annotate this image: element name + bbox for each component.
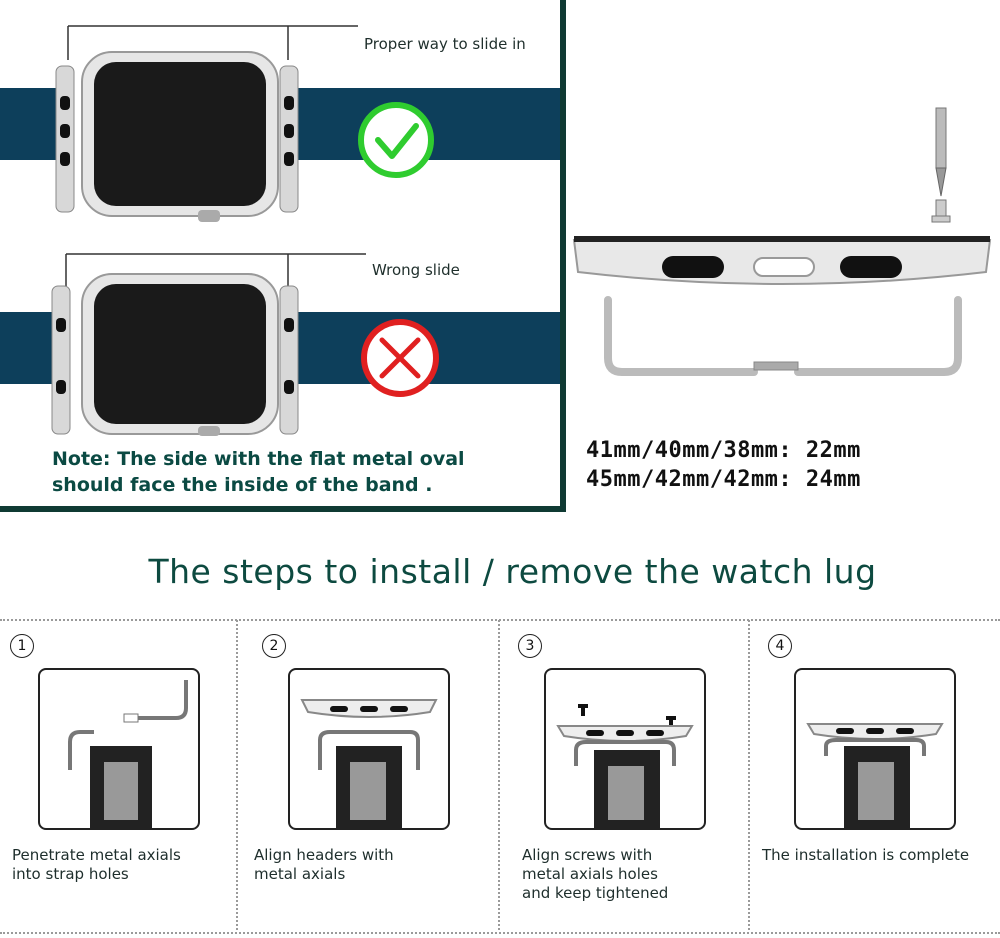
step-label-line: The installation is complete xyxy=(762,846,970,864)
x-circle-icon xyxy=(358,316,442,404)
step-label-line: Penetrate metal axials xyxy=(12,846,181,864)
step-1-label: Penetrate metal axials into strap holes xyxy=(12,846,181,884)
size-line-1: 41mm/40mm/38mm: 22mm xyxy=(586,438,861,463)
proper-watch-illustration xyxy=(0,25,560,222)
check-circle-icon xyxy=(356,100,436,184)
step-divider xyxy=(748,620,750,930)
lug-adapter-diagram xyxy=(572,107,992,376)
step-2-illustration xyxy=(288,668,450,830)
step-number: 1 xyxy=(10,634,34,658)
proper-slide-caption: Proper way to slide in xyxy=(364,35,526,53)
steps-top-border xyxy=(0,619,1000,621)
step-4: 4 The installation is complete xyxy=(750,620,1000,934)
step-number: 2 xyxy=(262,634,286,658)
orientation-note: Note: The side with the flat metal oval … xyxy=(52,446,465,498)
step-2-label: Align headers with metal axials xyxy=(254,846,394,884)
step-label-line: and keep tightened xyxy=(522,884,669,902)
step-divider xyxy=(236,620,238,930)
note-line-2: should face the inside of the band . xyxy=(52,474,433,496)
step-1: 1 Penetrate metal axials into strap hole… xyxy=(0,620,236,934)
step-label-line: Align screws with xyxy=(522,846,653,864)
step-number: 3 xyxy=(518,634,542,658)
size-line-2: 45mm/42mm/42mm: 24mm xyxy=(586,467,861,492)
step-label-line: metal axials xyxy=(254,865,346,883)
step-4-illustration xyxy=(794,668,956,830)
wrong-watch-illustration xyxy=(0,253,560,436)
installation-orientation-panel: Proper way to slide in Wrong slide Not xyxy=(0,0,566,512)
step-label-line: Align headers with xyxy=(254,846,394,864)
step-2: 2 Align headers with metal axials xyxy=(238,620,498,934)
wrong-slide-caption: Wrong slide xyxy=(372,261,460,279)
steps-bottom-border xyxy=(0,932,1000,934)
step-3-label: Align screws with metal axials holes and… xyxy=(522,846,668,903)
steps-heading: The steps to install / remove the watch … xyxy=(148,552,877,591)
note-line-1: Note: The side with the flat metal oval xyxy=(52,448,465,470)
step-number: 4 xyxy=(768,634,792,658)
step-label-line: metal axials holes xyxy=(522,865,658,883)
step-divider xyxy=(498,620,500,930)
step-1-illustration xyxy=(38,668,200,830)
step-4-label: The installation is complete xyxy=(762,846,969,865)
step-label-line: into strap holes xyxy=(12,865,129,883)
step-3-illustration xyxy=(544,668,706,830)
lug-size-chart: 41mm/40mm/38mm: 22mm 45mm/42mm/42mm: 24m… xyxy=(586,436,861,494)
step-3: 3 Align screws with metal axials holes a… xyxy=(500,620,748,934)
